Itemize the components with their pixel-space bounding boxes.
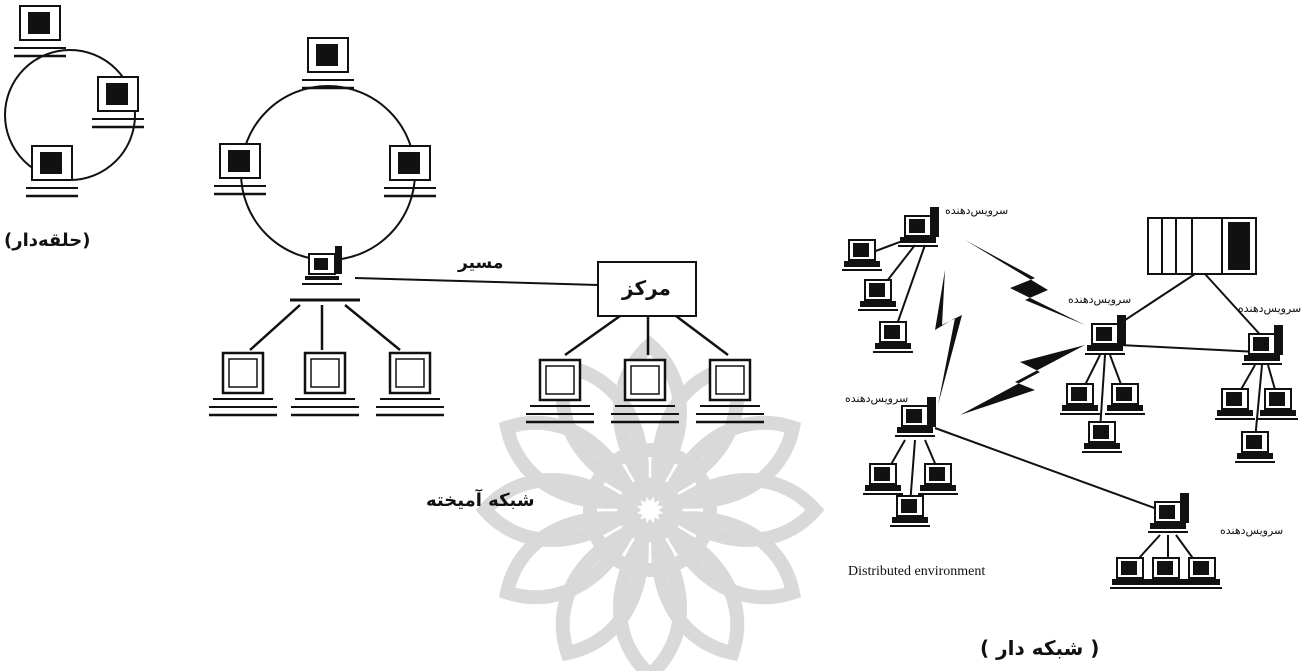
client-icon xyxy=(1145,557,1187,589)
wireless-link-icon xyxy=(965,240,1085,325)
ring-node-icon xyxy=(90,75,146,129)
mesh-caption: ( شبکه دار ) xyxy=(980,636,1100,660)
ring-topology xyxy=(4,4,146,198)
ring-node-icon xyxy=(12,4,68,58)
hub-label: مرکز xyxy=(622,276,671,300)
client-icon xyxy=(857,279,899,311)
server-icon xyxy=(1242,326,1282,364)
ring-caption: (حلقه‌دار) xyxy=(4,230,91,251)
hybrid-caption: شبکه آمیخته xyxy=(426,490,535,511)
mainframe-icon xyxy=(1147,217,1257,275)
wireless-link-icon xyxy=(960,345,1085,415)
wireless-link-icon xyxy=(935,270,962,405)
hub-box xyxy=(597,261,697,317)
client-icon xyxy=(841,239,883,271)
hybrid-topology xyxy=(207,36,766,424)
server-label: سرویس‌دهنده xyxy=(1220,524,1284,537)
hybrid-ring-node-icon xyxy=(212,142,268,196)
path-label: مسیر xyxy=(458,253,504,273)
server-label: سرویس‌دهنده xyxy=(1238,302,1302,315)
server-label: سرویس‌دهنده xyxy=(845,392,909,405)
client-icon xyxy=(1059,383,1101,415)
hybrid-ring-node-icon xyxy=(300,36,356,90)
hybrid-ring-node-icon xyxy=(382,144,438,198)
client-icon xyxy=(1109,557,1151,589)
ring-node-icon xyxy=(24,144,80,198)
server-label: سرویس‌دهنده xyxy=(1068,293,1132,306)
hybrid-terminal-icon xyxy=(207,351,279,417)
watermark-rosette xyxy=(485,345,815,671)
client-icon xyxy=(1214,388,1256,420)
client-icon xyxy=(872,321,914,353)
server-label: سرویس‌دهنده xyxy=(945,204,1009,217)
client-icon xyxy=(1181,557,1223,589)
distributed-environment-label: Distributed environment xyxy=(848,564,986,579)
client-icon xyxy=(1257,388,1299,420)
mesh-topology xyxy=(841,208,1299,589)
server-icon xyxy=(1148,494,1188,532)
client-icon xyxy=(889,495,931,527)
server-icon xyxy=(1085,316,1125,354)
hybrid-terminal-icon xyxy=(374,351,446,417)
client-icon xyxy=(1234,431,1276,463)
client-icon xyxy=(1104,383,1146,415)
hybrid-terminal-icon xyxy=(289,351,361,417)
hybrid-gateway-server-icon xyxy=(302,246,342,284)
client-icon xyxy=(862,463,904,495)
client-icon xyxy=(917,463,959,495)
client-icon xyxy=(1081,421,1123,453)
